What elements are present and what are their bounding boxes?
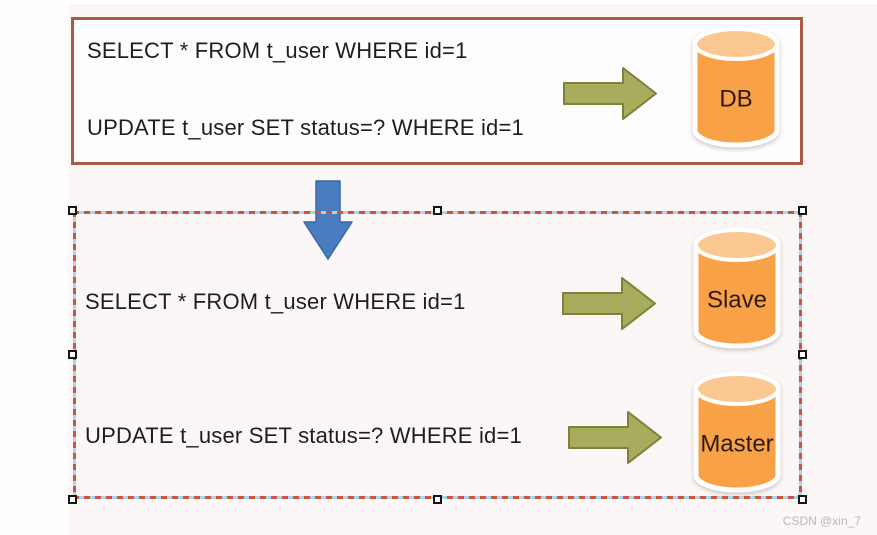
selection-handle-middle-left[interactable] bbox=[68, 350, 77, 359]
master-cylinder: Master bbox=[689, 371, 785, 497]
selection-handle-top-middle[interactable] bbox=[432, 206, 442, 215]
slave-cylinder: Slave bbox=[689, 227, 785, 353]
watermark: CSDN @xin_7 bbox=[782, 514, 861, 528]
top-update-query: UPDATE t_user SET status=? WHERE id=1 bbox=[87, 115, 524, 140]
selection-handle-top-right[interactable] bbox=[798, 206, 807, 215]
selection-handle-bottom-middle[interactable] bbox=[432, 495, 442, 504]
bottom-select-query: SELECT * FROM t_user WHERE id=1 bbox=[85, 289, 466, 314]
top-diagram-box: SELECT * FROM t_user WHERE id=1 UPDATE t… bbox=[71, 17, 803, 165]
database-cylinder-icon bbox=[693, 227, 781, 349]
selection-handle-bottom-left[interactable] bbox=[68, 495, 77, 504]
down-arrow-icon bbox=[303, 180, 353, 260]
slave-cylinder-label: Slave bbox=[706, 286, 768, 314]
right-arrow-icon bbox=[562, 277, 656, 330]
bottom-update-query: UPDATE t_user SET status=? WHERE id=1 bbox=[85, 423, 522, 448]
master-cylinder-label: Master bbox=[700, 430, 774, 458]
db-cylinder-label: DB bbox=[719, 85, 753, 113]
database-cylinder-icon bbox=[693, 371, 781, 493]
database-cylinder-icon bbox=[692, 26, 780, 148]
selection-handle-top-left[interactable] bbox=[68, 206, 77, 215]
db-cylinder: DB bbox=[688, 26, 784, 152]
top-select-query: SELECT * FROM t_user WHERE id=1 bbox=[87, 38, 468, 63]
selection-handle-bottom-right[interactable] bbox=[798, 495, 807, 504]
right-arrow-icon bbox=[563, 67, 657, 120]
selection-handle-middle-right[interactable] bbox=[798, 350, 807, 359]
selected-diagram-box[interactable]: SELECT * FROM t_user WHERE id=1 UPDATE t… bbox=[68, 206, 807, 504]
right-arrow-icon bbox=[568, 411, 662, 464]
